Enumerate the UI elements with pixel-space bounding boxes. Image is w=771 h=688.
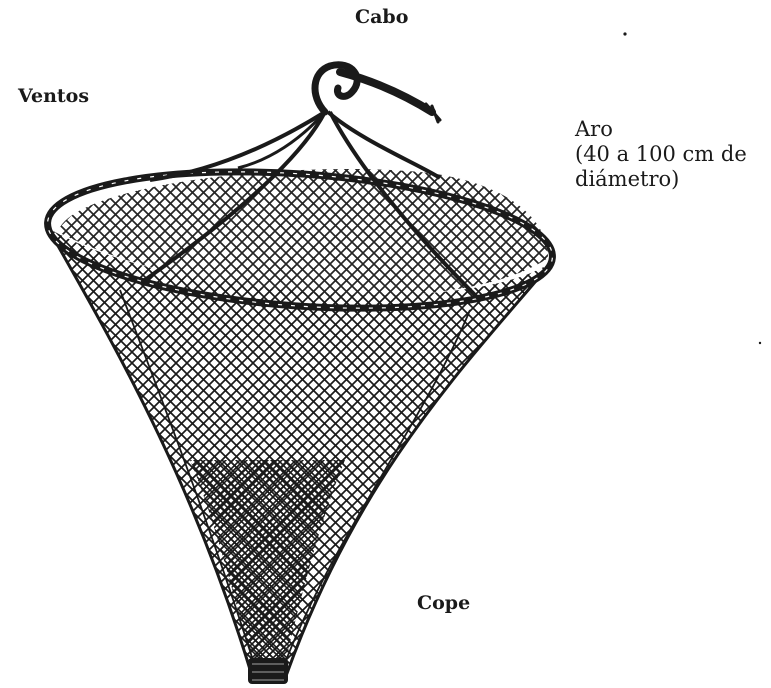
label-cope: Cope bbox=[417, 592, 470, 614]
label-aro: Aro (40 a 100 cm de diámetro) bbox=[575, 117, 747, 192]
label-ventos: Ventos bbox=[18, 85, 89, 107]
speck bbox=[759, 342, 761, 344]
label-aro-detail-2: diámetro) bbox=[575, 167, 747, 192]
label-cabo: Cabo bbox=[355, 6, 408, 28]
label-aro-detail-1: (40 a 100 cm de bbox=[575, 142, 747, 167]
label-aro-title: Aro bbox=[575, 117, 747, 142]
cod-end-cope bbox=[248, 658, 288, 684]
speck bbox=[623, 32, 626, 35]
rope-cabo bbox=[315, 65, 440, 122]
